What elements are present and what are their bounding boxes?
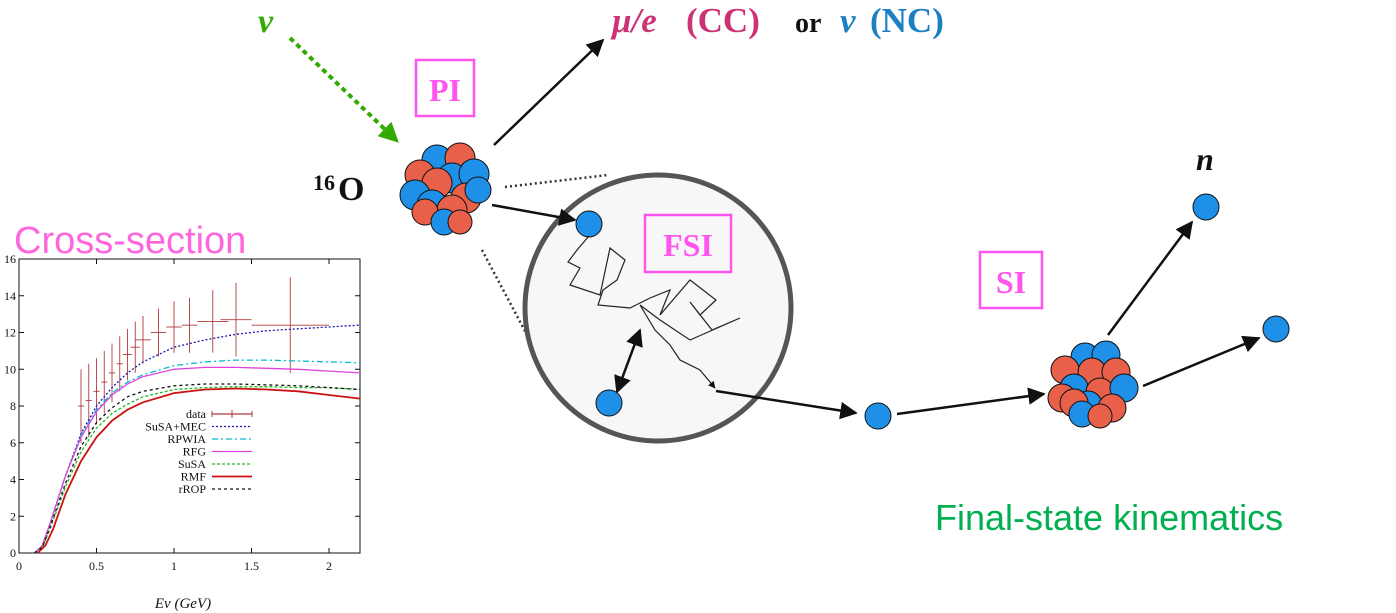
- y-tick-label: 6: [10, 436, 16, 450]
- cross-section-chart: 0 2 4 6 8 10 12 14 16 0 0.5 1 1.5 2 dataSuSA+MECRPWI…: [4, 252, 361, 612]
- series-line-susa: [34, 386, 361, 554]
- target-nucleus-label: 16 O: [313, 170, 364, 208]
- outgoing-lepton-label: μ/e (CC) or ν (NC): [610, 1, 944, 40]
- x-tick-label: 0: [16, 559, 22, 573]
- legend-label: rROP: [179, 482, 207, 496]
- fsi-box: FSI: [643, 213, 733, 274]
- zoom-line-top: [504, 173, 609, 189]
- y-tick-label: 12: [4, 326, 16, 340]
- incoming-neutrino-arrow: [288, 36, 399, 143]
- zoom-line-bottom: [480, 249, 528, 334]
- x-tick-label: 1: [171, 559, 177, 573]
- x-tick-label: 2: [326, 559, 332, 573]
- y-tick-label: 10: [4, 362, 16, 376]
- legend-label: data: [186, 407, 207, 421]
- knockout-arrow: [491, 203, 577, 226]
- y-tick-label: 14: [4, 289, 16, 303]
- pi-label: PI: [429, 72, 461, 108]
- x-axis: 0 0.5 1 1.5 2: [16, 259, 332, 573]
- y-tick-label: 0: [10, 546, 16, 560]
- legend-label: RFG: [183, 445, 207, 459]
- neutron: [1192, 193, 1220, 221]
- legend-label: RPWIA: [167, 432, 206, 446]
- x-tick-label: 0.5: [89, 559, 104, 573]
- neutron-arrow: [1106, 220, 1194, 336]
- incoming-neutrino-label: ν: [258, 3, 274, 40]
- target-element-symbol: O: [338, 171, 364, 208]
- series-line-rfg: [34, 366, 361, 554]
- fsi-label: FSI: [663, 227, 713, 263]
- target-mass-number: 16: [313, 170, 335, 195]
- lepton-nc: (NC): [870, 1, 944, 40]
- fsi-scattered-nucleon: [595, 389, 623, 417]
- lepton-cc: (CC): [686, 1, 760, 40]
- legend-label: RMF: [181, 470, 207, 484]
- lepton-mu-e: μ/e: [610, 1, 657, 40]
- nucleon-arrow: [1142, 335, 1261, 388]
- fsi-region: [522, 172, 794, 444]
- fsi-scatter-arrow: [614, 328, 643, 394]
- exit-arrow: [715, 389, 858, 420]
- secondary-arrow: [896, 387, 1046, 416]
- x-axis-label: Eν (GeV): [154, 596, 211, 612]
- y-tick-label: 16: [4, 252, 16, 266]
- cross-section-label: Cross-section: [14, 220, 246, 262]
- y-tick-label: 8: [10, 399, 16, 413]
- lepton-or: or: [795, 8, 821, 39]
- fsi-random-walk: [567, 235, 741, 389]
- ejected-nucleon: [1262, 315, 1290, 343]
- y-tick-label: 4: [10, 473, 16, 487]
- pi-box: PI: [414, 58, 476, 118]
- series-line-rmf: [36, 387, 361, 554]
- legend-label: SuSA: [178, 457, 206, 471]
- series-line-rrop: [34, 383, 361, 554]
- lepton-nu: ν: [840, 1, 856, 40]
- chart-series: [34, 277, 361, 554]
- y-axis: 0 2 4 6 8 10 12 14 16: [4, 252, 360, 560]
- oxygen-nucleus: [399, 142, 492, 236]
- exiting-nucleon: [864, 402, 892, 430]
- outgoing-lepton-arrow: [493, 38, 605, 146]
- x-tick-label: 1.5: [244, 559, 259, 573]
- neutron-label: n: [1196, 141, 1214, 177]
- y-tick-label: 2: [10, 509, 16, 523]
- series-line-susa-mec: [34, 324, 361, 554]
- si-box: SI: [978, 250, 1044, 310]
- legend-label: SuSA+MEC: [145, 420, 206, 434]
- final-state-label: Final-state kinematics: [935, 497, 1283, 538]
- secondary-nucleus: [1047, 340, 1139, 429]
- struck-nucleon: [575, 210, 603, 238]
- si-label: SI: [996, 264, 1026, 300]
